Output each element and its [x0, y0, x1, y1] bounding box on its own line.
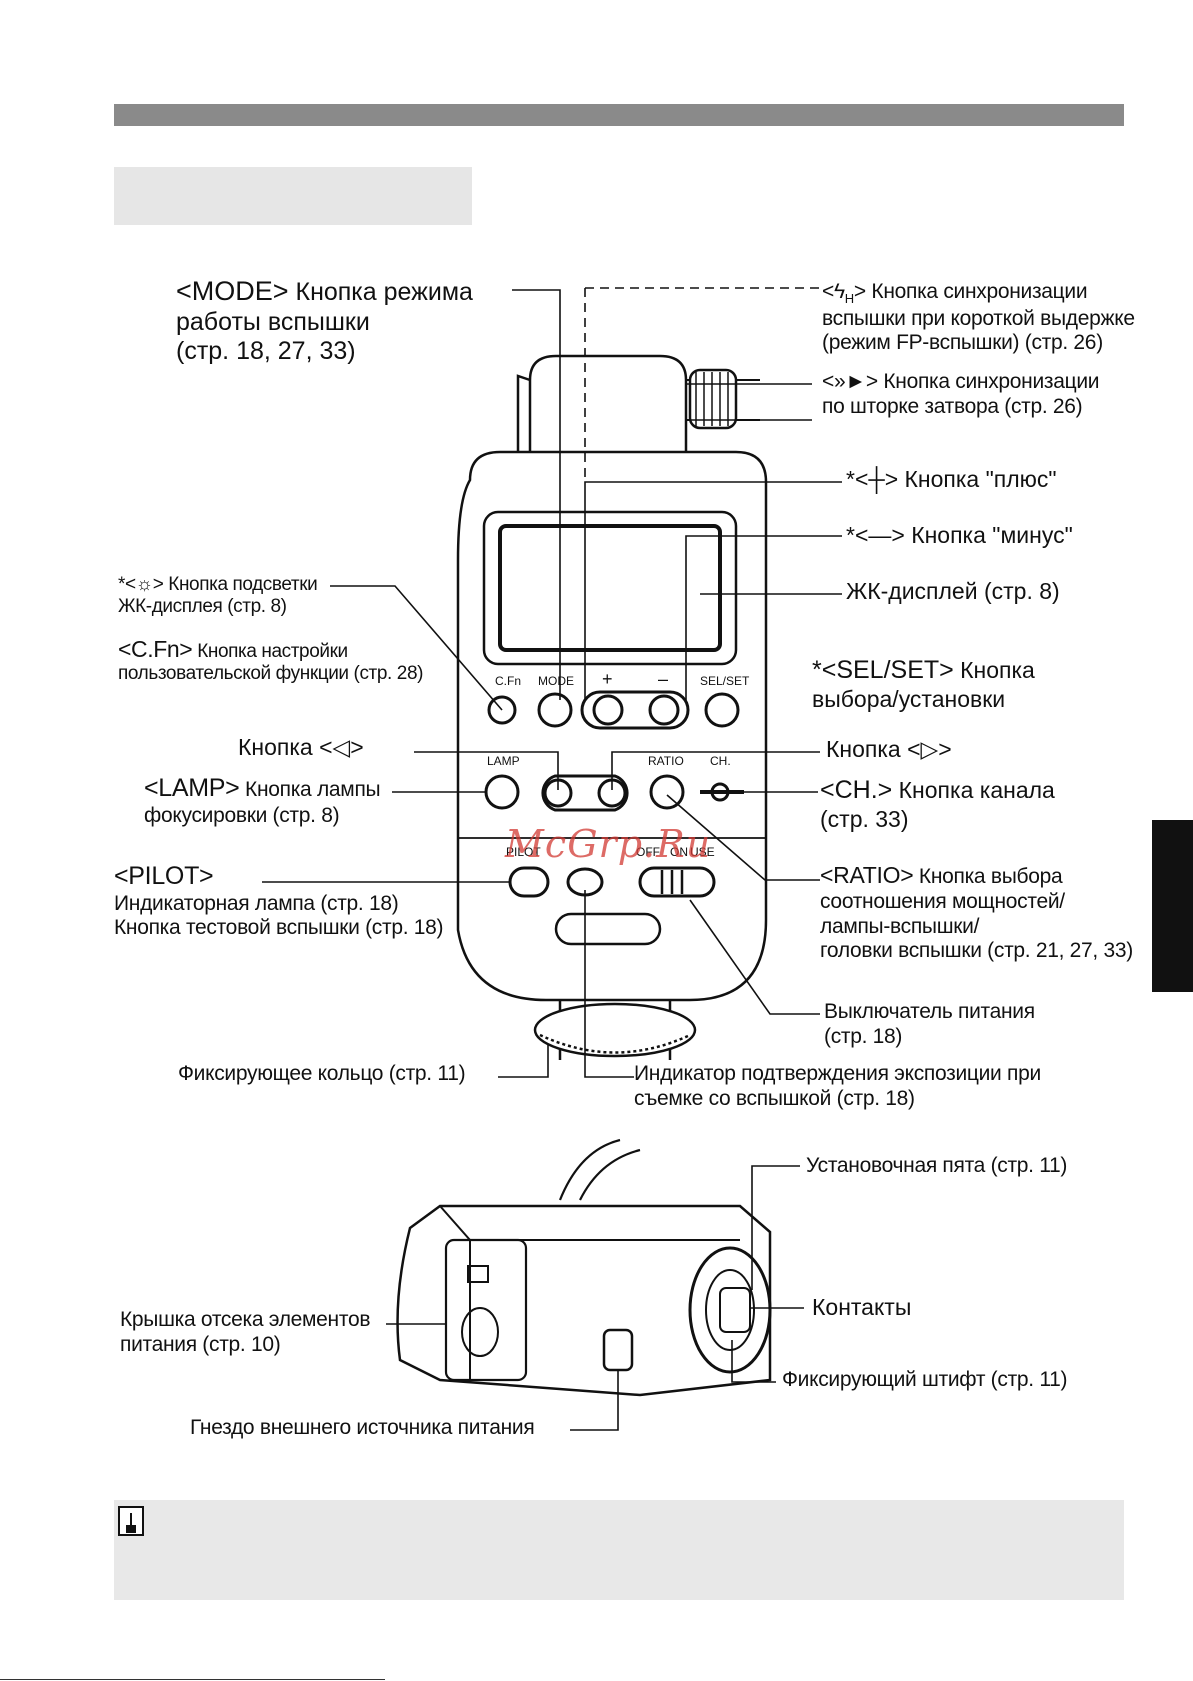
btn-left-right: [541, 774, 629, 812]
device-top-head: [528, 354, 688, 470]
note-box: [114, 1500, 1124, 1600]
callout-right: Кнопка <▷>: [826, 736, 952, 762]
backlight-icon: ☼: [135, 574, 153, 595]
callout-lock-pin: Фиксирующий штифт (стр. 11): [782, 1368, 1068, 1391]
plus-icon: ┼: [868, 466, 885, 492]
battery-cover: [444, 1238, 528, 1382]
label-mode: MODE: [538, 674, 574, 688]
label-on: ON: [670, 845, 688, 859]
label-lamp: LAMP: [487, 754, 520, 768]
callout-pilot: <PILOT> Индикаторная лампа (стр. 18) Кно…: [114, 862, 444, 940]
callout-ext-power: Гнездо внешнего источника питания: [190, 1416, 535, 1439]
btn-mode: [537, 692, 573, 728]
btn-plus-minus: [580, 690, 690, 730]
curtain-sync-icon: <»►>: [822, 370, 878, 393]
callout-left: Кнопка <◁>: [238, 734, 364, 760]
footer-rule: [0, 1679, 385, 1680]
contacts: [719, 1287, 751, 1333]
label-plus: +: [602, 669, 613, 689]
btn-ratio: [649, 774, 685, 810]
fp-sync-icon: <ϟH>: [822, 280, 866, 307]
callout-curtain-sync: <»►> Кнопка синхронизации по шторке затв…: [822, 370, 1100, 418]
section-header-bar: [114, 104, 1124, 126]
callout-ratio: <RATIO> Кнопка выбора соотношения мощнос…: [820, 862, 1133, 963]
label-use: USE: [690, 845, 715, 859]
callout-power: Выключатель питания (стр. 18): [824, 1000, 1035, 1048]
callout-cfn: <C.Fn> Кнопка настройки пользовательской…: [118, 636, 424, 685]
callout-battery: Крышка отсека элементов питания (стр. 10…: [120, 1308, 371, 1356]
lcd-inner: [498, 524, 722, 652]
label-selset: SEL/SET: [700, 674, 750, 688]
callout-channel: <CH.> Кнопка канала (стр. 33): [820, 776, 1055, 832]
callout-fp-sync: <ϟH> Кнопка синхронизации вспышки при ко…: [822, 280, 1135, 355]
callout-exposure: Индикатор подтверждения экспозиции при с…: [634, 1062, 1041, 1110]
callout-foot: Установочная пята (стр. 11): [806, 1154, 1068, 1177]
section-title-box: [114, 167, 472, 225]
label-minus: –: [658, 669, 668, 689]
chapter-tab: [1152, 820, 1193, 992]
callout-selset: *<SEL/SET> Кнопка выбора/установки: [812, 656, 1035, 712]
triangle-left-icon: ◁: [332, 734, 351, 760]
callout-lamp: <LAMP> Кнопка лампы фокусировки (стр. 8): [144, 774, 381, 827]
callout-plus: *<┼> Кнопка "плюс": [846, 466, 1057, 492]
callout-lock-ring: Фиксирующее кольцо (стр. 11): [178, 1062, 466, 1085]
label-pilot: PILOT: [506, 845, 541, 859]
callout-mode: <MODE> Кнопка режима работы вспышки (стр…: [176, 276, 473, 366]
side-lock-ring: [688, 1246, 772, 1374]
label-off: OFF: [636, 845, 660, 859]
callout-contacts: Контакты: [812, 1294, 912, 1320]
btn-pilot: [508, 866, 550, 898]
lock-ring: [533, 1002, 697, 1058]
minus-icon: —: [868, 522, 892, 548]
triangle-right-icon: ▷: [920, 736, 939, 762]
callout-lcd: ЖК-дисплей (стр. 8): [846, 578, 1060, 604]
note-icon: [118, 1506, 144, 1536]
lcd-outer: [482, 510, 738, 666]
btn-light-cfn: [487, 695, 517, 725]
btn-selset: [704, 692, 740, 728]
callout-minus: *<—> Кнопка "минус": [846, 522, 1073, 548]
power-switch: [638, 866, 716, 898]
watermark: McGrp.Ru: [505, 822, 712, 866]
label-cfn: C.Fn: [495, 674, 521, 688]
label-ch: CH.: [710, 754, 731, 768]
label-ratio: RATIO: [648, 754, 684, 768]
callout-backlight: *<☼> Кнопка подсветки ЖК-дисплея (стр. 8…: [118, 574, 318, 618]
